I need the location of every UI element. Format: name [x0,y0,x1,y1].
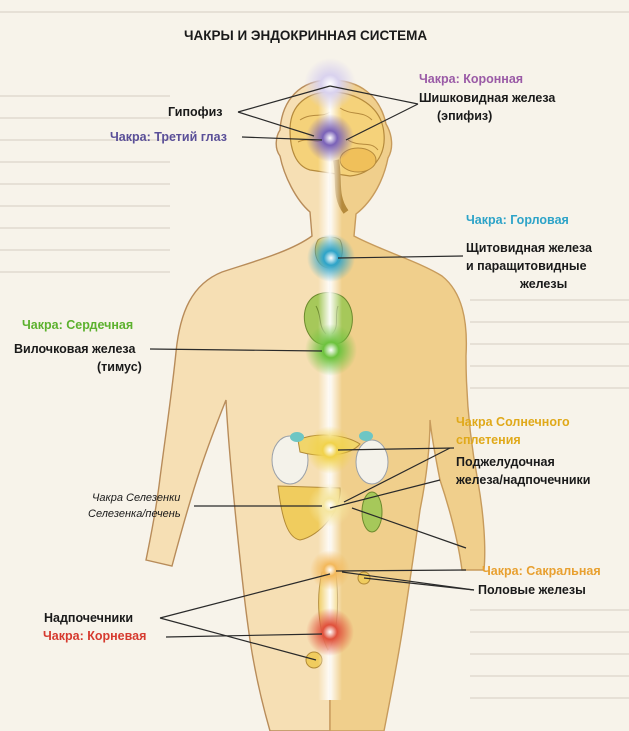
label-pancreas-1: Поджелудочная [456,455,555,469]
spinal-light-column [318,80,342,700]
heart-chakra-glow [305,324,357,376]
background-text-lines [0,11,629,699]
leader-lines [149,85,475,661]
label-solar-chakra-1: Чакра Солнечного [456,415,570,429]
label-root-chakra: Чакра: Корневая [43,629,147,643]
label-thymus-2: (тимус) [97,360,142,374]
label-thyroid-3: железы [520,277,568,291]
sacral-chakra-glow [310,550,350,590]
label-solar-chakra-2: сплетения [456,433,521,447]
root-chakra-glow [306,608,354,656]
label-sacral-chakra: Чакра: Сакральная [482,564,601,578]
label-pituitary: Гипофиз [168,105,223,119]
label-gonads: Половые железы [478,583,586,597]
label-third-eye-chakra: Чакра: Третий глаз [110,130,227,144]
label-heart-chakra: Чакра: Сердечная [22,318,134,332]
throat-chakra-glow [307,234,355,282]
crown-chakra-glow [304,58,356,110]
label-spleen-chakra: Чакра Селезенки [92,492,181,504]
label-thyroid-2: и паращитовидные [466,259,587,273]
label-throat-chakra: Чакра: Горловая [466,213,569,227]
label-pineal-gland-1: Шишковидная железа [419,91,556,105]
diagram-title: ЧАКРЫ И ЭНДОКРИННАЯ СИСТЕМА [184,28,428,43]
label-adrenals: Надпочечники [44,611,134,625]
spleen-chakra-glow [308,483,352,527]
label-pineal-gland-2: (эпифиз) [437,109,493,123]
solar-chakra-glow [306,426,354,474]
label-thymus-1: Вилочковая железа [14,342,136,356]
label-crown-chakra: Чакра: Коронная [419,72,524,86]
label-spleen-liver: Селезенка/печень [88,508,181,520]
chakra-points [304,58,357,656]
female-body-half [329,79,486,731]
third-eye-chakra-glow [306,114,354,162]
label-thyroid-1: Щитовидная железа [466,241,592,255]
male-body-half [145,79,331,731]
label-pancreas-2: железа/надпочечники [456,473,591,487]
